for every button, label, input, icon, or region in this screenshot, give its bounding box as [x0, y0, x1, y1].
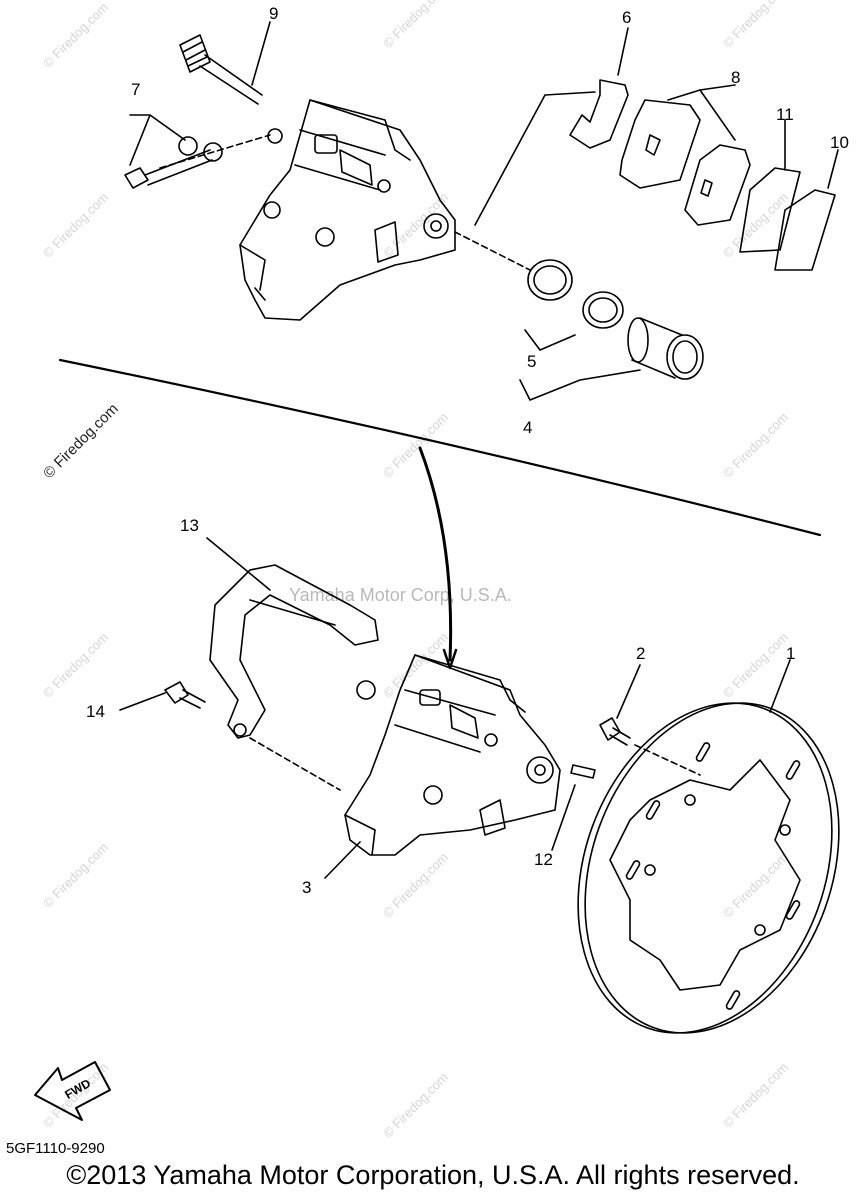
callout-6: 6	[622, 8, 632, 27]
callout-8: 8	[731, 68, 741, 87]
divider-line	[58, 358, 822, 537]
callout-11: 11	[776, 105, 794, 124]
lower-caliper	[344, 654, 561, 856]
piston-seal	[582, 291, 624, 329]
callout-2: 2	[636, 644, 646, 663]
pad-pin	[570, 764, 596, 779]
upper-caliper	[239, 99, 456, 321]
pad-shim	[774, 189, 836, 271]
callout-4: 4	[523, 418, 533, 437]
callout-1: 1	[786, 644, 796, 663]
fwd-arrow-icon	[34, 1061, 111, 1121]
center-watermark: Yamaha Motor Corp, U.S.A.	[289, 585, 512, 605]
bleed-screw	[124, 128, 283, 189]
brake-pad	[619, 99, 701, 189]
piston-seal	[527, 259, 573, 301]
brake-pad	[684, 144, 751, 226]
callout-13: 13	[180, 516, 199, 535]
pad-clip	[569, 79, 629, 149]
callout-10: 10	[830, 133, 849, 152]
caliper-pin	[179, 34, 263, 105]
callout-7: 7	[131, 80, 141, 99]
diagram-code: 5GF1110-9290	[6, 1140, 105, 1157]
callout-3: 3	[302, 878, 312, 897]
piston	[627, 317, 704, 380]
callout-14: 14	[86, 702, 105, 721]
bracket-bolt	[164, 681, 206, 709]
callout-5: 5	[527, 352, 537, 371]
copyright-text: ©2013 Yamaha Motor Corporation, U.S.A. A…	[66, 1160, 800, 1190]
assembly-arrow	[418, 446, 453, 662]
caliper-bracket	[209, 564, 379, 739]
pad-shim	[739, 167, 801, 253]
callout-9: 9	[269, 4, 279, 23]
brake-disc	[577, 702, 840, 1034]
callout-12: 12	[534, 850, 553, 869]
